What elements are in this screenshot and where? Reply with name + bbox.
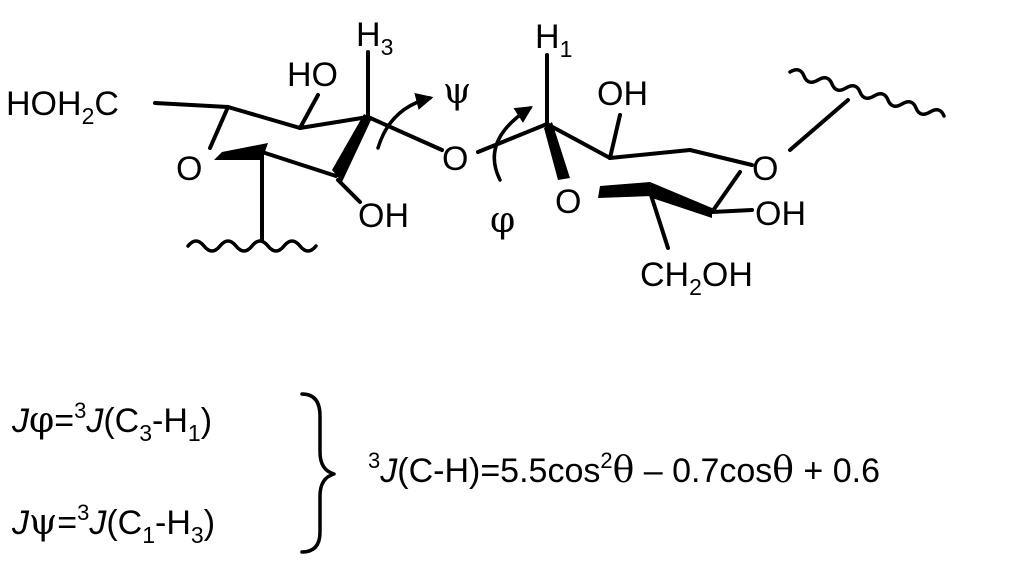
wavy-left [186,239,318,253]
equation-j-psi: Jψ=3J(C1-H3) [11,500,215,548]
label-o-right: O [752,150,778,188]
bond-glyco-o-c1p [476,122,549,154]
label-h3: H3 [356,16,393,60]
wedge-c2-c3 [332,114,372,182]
bond-c3p-o5 [688,148,754,167]
wedge-c1p-ring-o [544,122,570,180]
psi-rotation-arrow [376,92,434,150]
bond-o-right-wavy [788,98,850,152]
label-hoh2c: HOH2C [6,85,119,129]
label-phi: φ [490,200,515,241]
label-right-ring-o: O [555,183,581,221]
bond-c4p-oh [710,208,754,214]
bond-c5p-ch2oh [648,190,670,250]
right-curly-brace [300,392,336,554]
label-ch2oh: CH2OH [640,256,753,300]
bond-c5-ch2oh [153,101,230,109]
phi-rotation-arrow [492,106,533,182]
label-ho-top: HO [287,56,338,94]
bond-c4p-c3p [710,170,742,214]
label-oh-top-right: OH [597,75,648,113]
bond-c1p-c2p [545,122,612,160]
label-left-ring-o: O [176,150,202,188]
bond-c2p-c3p [608,148,692,160]
bond-c5-ring-o [208,105,230,150]
wedge-ring-o-c5p [598,182,652,198]
label-psi: ψ [443,71,471,112]
bond-c4-ho [298,93,320,130]
label-h1: H1 [535,18,572,62]
label-glycosidic-o: O [442,140,468,178]
bond-c5-c4 [226,105,302,130]
bond-c4-c3 [298,115,370,130]
wavy-right [788,68,946,118]
wedge-ring-o-c1 [214,143,268,160]
label-oh-bottom-left: OH [358,197,409,235]
equation-j-phi: Jφ=3J(C3-H1) [11,398,212,446]
bond-c1-c2 [260,150,338,178]
bond-c3-glyco-o [366,115,444,152]
right-pyranose-ring: H1 OH O O OH CH2OH φ [476,18,946,300]
wedge-c5p-c4p [650,182,712,218]
equation-karplus: 3J(C-H)=5.5cos2θ – 0.7cosθ + 0.6 [368,448,880,491]
bond-c2p-oh [608,113,622,160]
left-pyranose-ring: HOH2C HO H3 O OH ψ [6,16,471,253]
bond-c2-oh [336,178,362,204]
label-oh-right: OH [755,195,806,233]
